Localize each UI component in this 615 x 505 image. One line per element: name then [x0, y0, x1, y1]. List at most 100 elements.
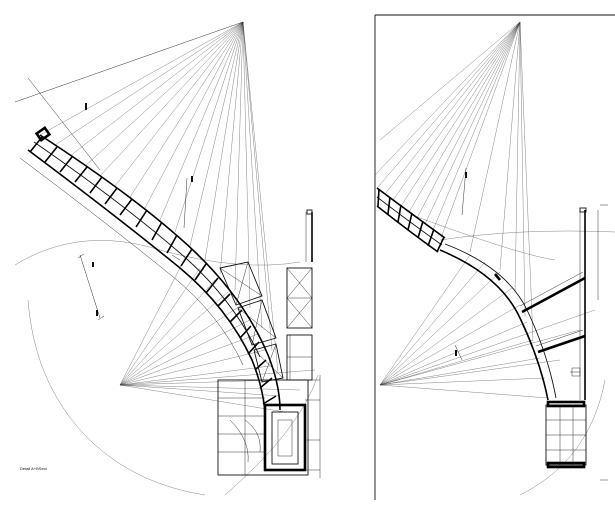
- radiating-line: [119, 349, 266, 386]
- radiating-line: [114, 21, 244, 187]
- construction-line: [27, 77, 101, 171]
- radiating-line: [234, 21, 244, 291]
- radiating-line: [384, 21, 521, 195]
- cross-member: [387, 196, 391, 215]
- radiating-line: [242, 21, 273, 351]
- cross-member: [262, 395, 277, 405]
- right-panel-frame: [374, 14, 615, 500]
- radiating-line: [379, 329, 581, 386]
- cross-member: [436, 236, 445, 253]
- cross-member: [151, 221, 163, 241]
- right-lower-radiating-lines: [379, 254, 596, 399]
- radiating-line: [69, 21, 244, 157]
- annotation-mark: [96, 310, 98, 316]
- radiating-line: [379, 359, 561, 386]
- cross-member: [377, 188, 380, 207]
- cross-member: [180, 248, 193, 267]
- cross-member: [135, 209, 148, 228]
- right-column: [579, 207, 599, 400]
- radiating-line: [379, 321, 528, 386]
- cross-member: [407, 212, 413, 231]
- diagonal-struts: [494, 271, 586, 354]
- radiating-line: [119, 384, 286, 413]
- radiating-line: [174, 21, 244, 233]
- cross-member: [397, 204, 402, 223]
- radiating-line: [379, 309, 596, 386]
- walkway-offset-line: [19, 157, 244, 366]
- radiating-line: [189, 21, 244, 247]
- radiating-line: [379, 287, 513, 386]
- radiating-line: [119, 257, 186, 386]
- radiating-line: [144, 21, 244, 209]
- left-dimension-marks: [77, 177, 188, 321]
- radiating-line: [119, 319, 251, 386]
- radiating-line: [376, 21, 521, 189]
- radiating-line: [514, 21, 521, 293]
- radiating-line: [159, 21, 244, 221]
- left-plan-panel: Detail A+BSect: [14, 21, 321, 496]
- radiating-line: [219, 21, 244, 275]
- radiating-line: [204, 21, 244, 261]
- radiating-line: [424, 21, 521, 225]
- radiating-line: [379, 254, 471, 386]
- walkway-cross-members: [29, 136, 277, 405]
- upper-radiating-lines: [39, 21, 279, 373]
- right-upper-radiating-lines: [374, 21, 534, 341]
- radiating-line: [379, 261, 486, 386]
- radiating-line: [469, 21, 521, 253]
- right-walkway-outer-edge: [376, 205, 439, 253]
- radiating-line: [84, 21, 244, 167]
- cross-member: [229, 309, 243, 323]
- cross-member: [254, 359, 267, 371]
- column-cap: [306, 209, 313, 215]
- radiating-line: [379, 304, 521, 386]
- cross-member: [166, 234, 178, 254]
- cross-member: [205, 277, 219, 294]
- radiating-line: [119, 333, 259, 386]
- cross-member: [194, 263, 207, 281]
- radiating-line: [379, 21, 521, 141]
- walkway-end-cap: [34, 126, 52, 142]
- cross-member: [59, 156, 73, 173]
- radiating-line: [432, 21, 521, 231]
- radiating-line: [129, 21, 244, 198]
- cross-member: [89, 176, 103, 194]
- right-walkway-inner-edge: [376, 187, 446, 239]
- sweep-curve-inner: [444, 243, 557, 399]
- cross-member: [247, 341, 260, 355]
- radiating-line: [374, 21, 521, 176]
- braced-bays: [219, 261, 284, 383]
- radiating-line: [119, 267, 201, 386]
- radiating-line: [119, 369, 316, 386]
- radiating-line: [499, 21, 521, 271]
- right-walkway-cross-members: [377, 188, 445, 253]
- frame-block-middle: [286, 334, 313, 381]
- annotation-mark: [191, 176, 193, 182]
- radiating-line: [242, 21, 263, 329]
- lower-guide-arc: [224, 374, 319, 496]
- right-guide-arc-mid: [411, 214, 556, 261]
- radiating-line: [379, 339, 534, 386]
- cross-member: [217, 293, 231, 307]
- cross-member: [44, 146, 58, 163]
- right-guide-arc-lower: [519, 379, 606, 496]
- walkway-inner-edge: [39, 134, 281, 411]
- cross-member: [74, 166, 88, 183]
- outer-guide-arc: [14, 240, 301, 266]
- right-walkway-mid: [376, 196, 443, 246]
- construction-line: [14, 21, 244, 103]
- radiating-line: [119, 365, 271, 386]
- walkway-outer-edge: [27, 149, 266, 416]
- radiating-line: [119, 384, 281, 397]
- radiating-line: [408, 21, 521, 213]
- radiating-line: [119, 379, 276, 386]
- drawing-scale-label: Detail A+BSect: [20, 466, 48, 471]
- radiating-line: [440, 21, 521, 239]
- radiating-line: [379, 357, 541, 386]
- annotation-mark: [92, 262, 94, 267]
- right-guide-arc-upper: [439, 230, 615, 241]
- radiating-line: [119, 305, 241, 386]
- sweep-curve: [439, 249, 549, 401]
